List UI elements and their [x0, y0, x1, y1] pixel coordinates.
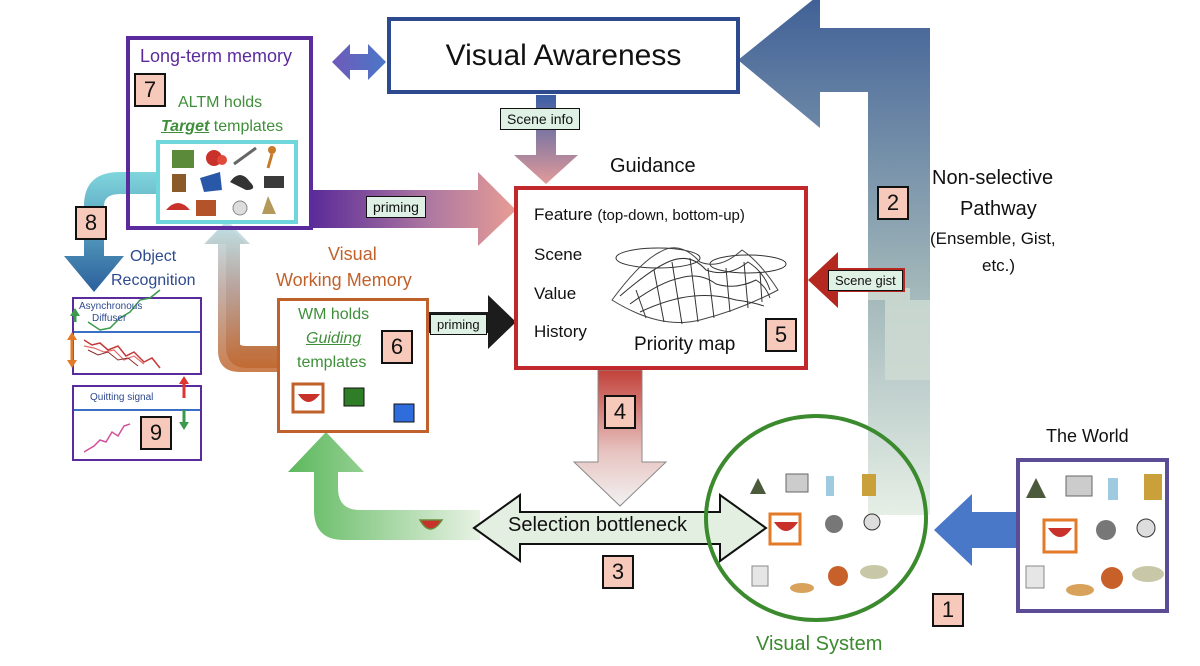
nonselective-line4: etc.): [982, 256, 1016, 275]
number-badge-8: 8: [75, 206, 107, 240]
scene-gist-tag: Scene gist: [828, 270, 903, 291]
altm-line1: ALTM holds: [178, 94, 263, 111]
target-templates-frame: [156, 140, 298, 224]
number-badge-6: 6: [381, 330, 413, 364]
number-badge-2: 2: [877, 186, 909, 220]
altm-line2: Target templates: [161, 118, 283, 136]
ltm-to-recognition-arrow: [64, 172, 160, 292]
number-badge-7: 7: [134, 73, 166, 107]
scene-info-tag: Scene info: [500, 108, 581, 130]
guidance-box: [514, 186, 808, 370]
number-badge-9: 9: [140, 416, 172, 450]
quitting-signal-label: Quitting signal: [90, 392, 154, 403]
selection-bottleneck-label: Selection bottleneck: [508, 514, 688, 536]
guidance-history: History: [534, 322, 587, 341]
altm-target-word: Target: [161, 118, 210, 135]
guidance-feature: Feature (top-down, bottom-up): [534, 205, 745, 225]
scene-info-arrow: [514, 95, 578, 184]
wm-line1: WM holds: [298, 306, 370, 323]
guidance-scene: Scene: [534, 245, 583, 264]
ltm-awareness-arrow: [332, 44, 386, 80]
wm-to-ltm-arrow-body: [204, 220, 278, 372]
nonselective-pathway-arrow: [738, 0, 930, 515]
diffuser-plot: [67, 289, 202, 375]
priming-tag-wm: priming: [430, 314, 487, 335]
diffuser-label-line2: Diffuser: [92, 313, 127, 324]
selection-bottleneck-arrow: [472, 493, 768, 563]
wm-guiding-word: Guiding: [306, 330, 362, 347]
world-input-arrow: [934, 494, 1016, 566]
nonselective-line2: Pathway: [960, 198, 1037, 220]
nonselective-line3: (Ensemble, Gist,: [930, 229, 1056, 248]
guidance-value: Value: [534, 284, 577, 303]
visual-system-label: Visual System: [756, 633, 883, 655]
object-recognition-line1: Object: [130, 248, 177, 265]
visual-system-items: [750, 473, 888, 593]
priming-tag-ltm: priming: [366, 196, 426, 218]
vwm-title-line2: Working Memory: [276, 270, 412, 290]
visual-awareness-box: Visual Awareness: [387, 17, 740, 94]
wm-box: [277, 298, 429, 433]
number-badge-3: 3: [602, 555, 634, 589]
long-term-memory-box: [126, 36, 313, 230]
the-world-box: [1016, 458, 1169, 613]
priority-map-surface: [611, 247, 787, 325]
number-badge-1: 1: [932, 593, 964, 627]
guiding-template-pictures: [291, 382, 415, 423]
feature-sub-label: (top-down, bottom-up): [597, 207, 745, 224]
selected-item-icon: [418, 519, 444, 530]
ltm-title: Long-term memory: [140, 46, 293, 66]
guidance-title: Guidance: [610, 155, 696, 177]
feature-label: Feature: [534, 205, 593, 224]
quitting-plot: [72, 376, 202, 461]
number-badge-5: 5: [765, 318, 797, 352]
number-badge-4: 4: [604, 395, 636, 429]
vwm-title-line1: Visual: [328, 244, 377, 264]
visual-system-circle: [704, 414, 928, 622]
nonselective-branch: [868, 288, 930, 380]
diffuser-label-line1: Asynchronous: [79, 301, 143, 312]
priority-map-label: Priority map: [634, 334, 736, 355]
altm-templates-word: templates: [213, 118, 284, 135]
the-world-label: The World: [1046, 426, 1129, 446]
guidance-to-selection-arrow: [572, 369, 668, 507]
target-template-pictures: [166, 146, 284, 216]
wm-templates-word: templates: [297, 354, 367, 371]
world-items: [1025, 474, 1164, 596]
visual-awareness-label: Visual Awareness: [445, 39, 682, 72]
object-recognition-line2: Recognition: [111, 272, 196, 289]
selection-to-wm-arrow: [288, 432, 480, 540]
nonselective-line1: Non-selective: [932, 167, 1054, 189]
